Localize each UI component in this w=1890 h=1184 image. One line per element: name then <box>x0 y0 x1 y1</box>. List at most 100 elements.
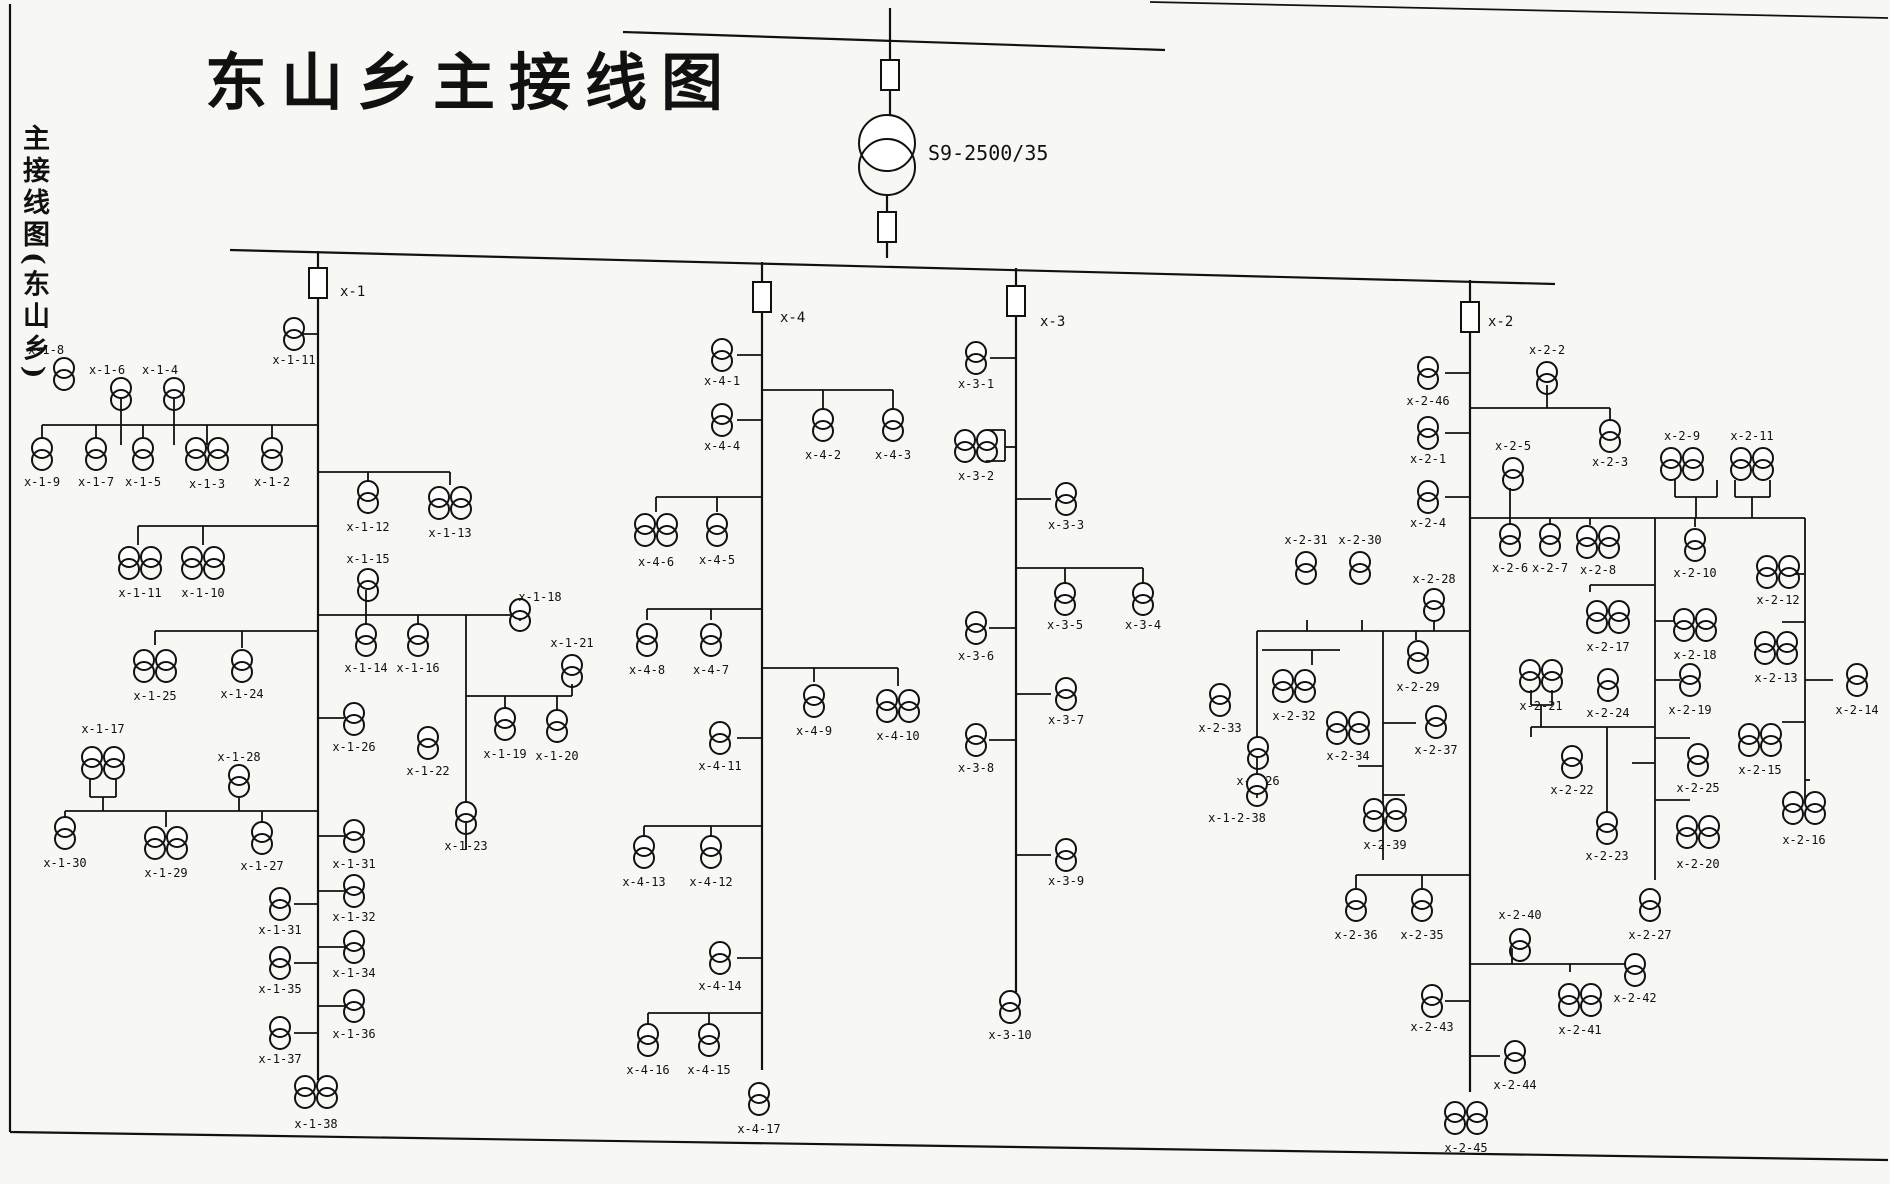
transformer-icon <box>706 513 728 547</box>
transformer-label: x-2-9 <box>1664 429 1700 443</box>
transformer-icon <box>1599 419 1621 453</box>
transformer-icon <box>1209 683 1231 717</box>
transformer-label: x-3-10 <box>988 1028 1031 1042</box>
transformer-icon <box>1730 447 1774 481</box>
transformer-label: x-2-6 <box>1492 561 1528 575</box>
transformer-label: x-1-12 <box>346 520 389 534</box>
transformer-icon <box>999 990 1021 1024</box>
transformer-icon <box>876 689 920 723</box>
transformer-icon <box>1539 523 1561 557</box>
transformer-label: x-1-38 <box>294 1117 337 1131</box>
transformer-icon <box>1407 640 1429 674</box>
transformer-icon <box>1738 723 1782 757</box>
transformer-label: x-1-11 <box>272 353 315 367</box>
transformer-label: x-1-11 <box>118 586 161 600</box>
transformer-icon <box>965 723 987 757</box>
transformer-icon <box>1295 551 1317 585</box>
transformer-label: x-2-42 <box>1613 991 1656 1005</box>
diagram-title: 东山乡主接线图 <box>205 46 738 119</box>
transformer-icon <box>261 437 283 471</box>
transformer-label: x-1-16 <box>396 661 439 675</box>
transformer-icon <box>85 437 107 471</box>
transformer-icon <box>1660 447 1704 481</box>
transformer-label: x-1-2-38 <box>1208 811 1266 825</box>
transformer-label: x-4-9 <box>796 724 832 738</box>
transformer-label: x-1-19 <box>483 747 526 761</box>
transformer-icon <box>711 338 733 372</box>
transformer-label: x-1-14 <box>344 661 387 675</box>
transformer-icon <box>163 377 185 411</box>
transformer-icon <box>81 746 125 780</box>
transformer-icon <box>1247 736 1269 770</box>
transformer-label: x-4-11 <box>698 759 741 773</box>
transformer-icon <box>1417 480 1439 514</box>
transformer-icon <box>1363 798 1407 832</box>
transformer-label: x-2-30 <box>1338 533 1381 547</box>
transformer-label: x-1-27 <box>240 859 283 873</box>
transformer-label: x-4-13 <box>622 875 665 889</box>
main-busbar <box>229 248 1556 286</box>
transformer-label: x-1-6 <box>89 363 125 377</box>
transformer-label: x-2-37 <box>1414 743 1457 757</box>
transformer-icon <box>228 764 250 798</box>
transformer-label: x-1-4 <box>142 363 178 377</box>
transformer-icon <box>633 835 655 869</box>
incoming-bus <box>622 30 1166 52</box>
transformer-icon <box>803 684 825 718</box>
transformer-label: x-4-8 <box>629 663 665 677</box>
transformer-icon <box>455 801 477 835</box>
transformer-label: x-2-8 <box>1580 563 1616 577</box>
transformer-icon <box>1502 457 1524 491</box>
transformer-label: x-1-32 <box>332 910 375 924</box>
transformer-label: x-1-8 <box>28 343 64 357</box>
transformer-label: x-4-5 <box>699 553 735 567</box>
transformer-label: x-2-25 <box>1676 781 1719 795</box>
transformer-label: x-2-41 <box>1558 1023 1601 1037</box>
transformer-icon <box>428 486 472 520</box>
transformer-icon <box>1782 791 1826 825</box>
transformer-icon <box>132 437 154 471</box>
transformer-icon <box>343 930 365 964</box>
transformer-icon <box>357 480 379 514</box>
transformer-label: x-2-15 <box>1738 763 1781 777</box>
transformer-icon <box>357 568 379 602</box>
transformer-icon <box>283 317 305 351</box>
transformer-label: x-1-9 <box>24 475 60 489</box>
feeder-x-1-lines <box>41 298 573 1080</box>
main-transformer-icon <box>858 114 916 196</box>
transformer-label: x-2-16 <box>1782 833 1825 847</box>
transformer-label: x-2-17 <box>1586 640 1629 654</box>
transformer-icon <box>269 946 291 980</box>
transformer-label: x-1-3 <box>189 477 225 491</box>
transformer-icon <box>1586 600 1630 634</box>
transformer-icon <box>637 1023 659 1057</box>
transformer-label: x-2-23 <box>1585 849 1628 863</box>
transformer-label: x-3-5 <box>1047 618 1083 632</box>
transformer-icon <box>812 408 834 442</box>
transformer-icon <box>1673 608 1717 642</box>
transformer-label: x-3-9 <box>1048 874 1084 888</box>
transformer-icon <box>1417 416 1439 450</box>
transformer-label: x-2-22 <box>1550 783 1593 797</box>
transformer-label: x-2-35 <box>1400 928 1443 942</box>
transformer-icon <box>965 611 987 645</box>
transformer-icon <box>1444 1101 1488 1135</box>
transformer-label: x-3-8 <box>958 761 994 775</box>
transformer-label: x-2-4 <box>1410 516 1446 530</box>
transformer-icon <box>1132 582 1154 616</box>
transformer-label: x-4-7 <box>693 663 729 677</box>
transformer-label: x-2-20 <box>1676 857 1719 871</box>
transformer-label: x-1-15 <box>346 552 389 566</box>
transformer-label: x-1-30 <box>43 856 86 870</box>
transformer-label: x-1-7 <box>78 475 114 489</box>
main-transformer-model: S9-2500/35 <box>928 141 1048 165</box>
feeder-breakers <box>308 251 1480 333</box>
transformer-icon <box>1349 551 1371 585</box>
transformer-icon <box>343 819 365 853</box>
transformer-icon <box>54 816 76 850</box>
transformer-icon <box>1624 953 1646 987</box>
transformer-icon <box>1326 711 1370 745</box>
transformer-icon <box>1055 677 1077 711</box>
